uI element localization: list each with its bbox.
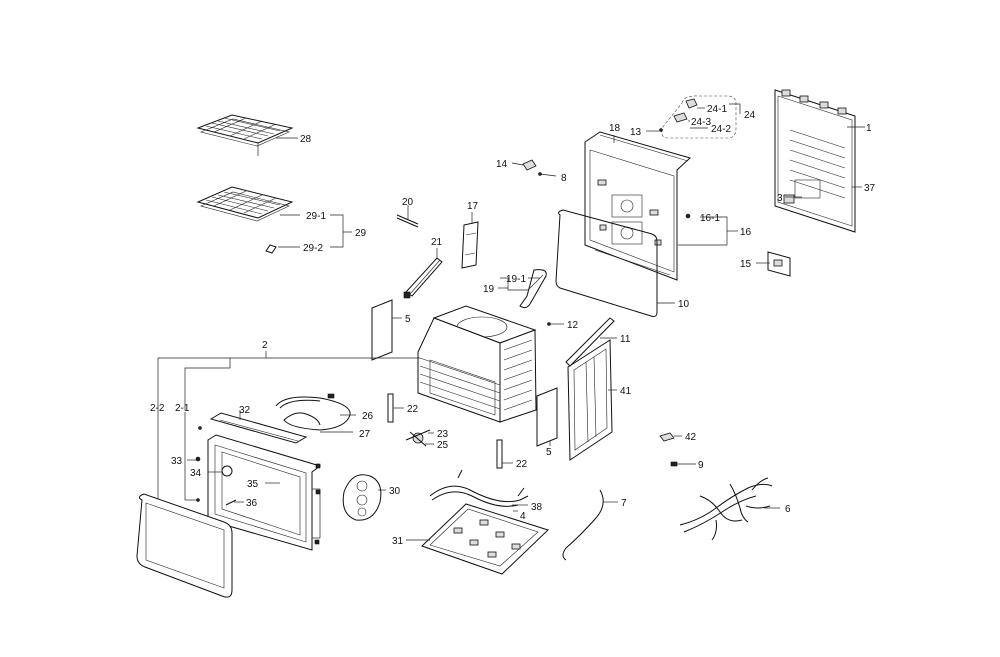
label-10: 10 bbox=[678, 299, 690, 310]
label-21: 21 bbox=[431, 237, 443, 248]
label-22a: 22 bbox=[407, 404, 419, 415]
label-1: 1 bbox=[866, 123, 872, 134]
label-3: 3 bbox=[777, 193, 783, 204]
label-7: 7 bbox=[621, 498, 627, 509]
door-glass-2-2 bbox=[136, 493, 233, 598]
bracket-11 bbox=[565, 317, 617, 367]
rack-clip-29-2 bbox=[265, 244, 300, 254]
label-27: 27 bbox=[359, 429, 371, 440]
gasket-10 bbox=[555, 209, 675, 317]
clip-42 bbox=[659, 432, 682, 442]
label-29-1: 29-1 bbox=[306, 211, 326, 222]
sensor-group-24 bbox=[646, 95, 741, 139]
label-5a: 5 bbox=[405, 314, 411, 325]
rear-cover-37 bbox=[774, 89, 865, 233]
heater-17 bbox=[461, 212, 479, 269]
label-2-1: 2-1 bbox=[175, 403, 190, 414]
label-38: 38 bbox=[531, 502, 543, 513]
label-30: 30 bbox=[389, 486, 401, 497]
bracket-15 bbox=[756, 251, 791, 277]
clip-14 bbox=[511, 159, 557, 177]
bracket-21 bbox=[403, 248, 443, 299]
label-35: 35 bbox=[247, 479, 259, 490]
label-19-1: 19-1 bbox=[506, 274, 526, 285]
label-14: 14 bbox=[496, 159, 508, 170]
label-22b: 22 bbox=[516, 459, 528, 470]
label-2: 2 bbox=[262, 340, 268, 351]
label-24-1: 24-1 bbox=[707, 104, 727, 115]
label-4: 4 bbox=[520, 511, 526, 522]
part-labels: 1 2 2-1 2-2 3 4 5 5 6 7 8 9 10 11 12 13 … bbox=[150, 104, 876, 547]
door-trim-32 bbox=[209, 410, 308, 444]
label-13: 13 bbox=[630, 127, 642, 138]
label-24-2: 24-2 bbox=[711, 124, 731, 135]
bottom-tray-31 bbox=[406, 503, 549, 575]
label-24: 24 bbox=[744, 110, 756, 121]
hinge-36 bbox=[225, 499, 244, 506]
side-panel-5a bbox=[371, 299, 402, 361]
oven-rack-29 bbox=[196, 186, 300, 222]
side-panel-5b bbox=[536, 387, 558, 447]
label-26: 26 bbox=[362, 411, 374, 422]
label-42: 42 bbox=[685, 432, 697, 443]
label-29-2: 29-2 bbox=[303, 243, 323, 254]
bracket-22a bbox=[387, 393, 404, 423]
label-32: 32 bbox=[239, 405, 251, 416]
door-inner-41 bbox=[567, 339, 617, 461]
label-8: 8 bbox=[561, 173, 567, 184]
label-12: 12 bbox=[567, 320, 579, 331]
label-28: 28 bbox=[300, 134, 312, 145]
label-37: 37 bbox=[864, 183, 876, 194]
wire-harness-6 bbox=[679, 477, 780, 541]
back-panel-18 bbox=[584, 131, 691, 281]
label-34: 34 bbox=[190, 468, 202, 479]
label-41: 41 bbox=[620, 386, 632, 397]
door-frame-35 bbox=[207, 434, 322, 551]
label-16-1: 16-1 bbox=[700, 213, 720, 224]
label-25: 25 bbox=[437, 440, 449, 451]
label-29: 29 bbox=[355, 228, 367, 239]
broil-element-26 bbox=[275, 393, 356, 431]
convection-fan-30 bbox=[342, 474, 386, 521]
label-19: 19 bbox=[483, 284, 495, 295]
label-17: 17 bbox=[467, 201, 479, 212]
label-2-2: 2-2 bbox=[150, 403, 165, 414]
sensor-23-25 bbox=[405, 429, 434, 447]
label-31: 31 bbox=[392, 536, 404, 547]
label-33: 33 bbox=[171, 456, 183, 467]
label-16: 16 bbox=[740, 227, 752, 238]
label-24-3: 24-3 bbox=[691, 117, 711, 128]
label-36: 36 bbox=[246, 498, 258, 509]
label-23: 23 bbox=[437, 429, 449, 440]
bake-element-4 bbox=[429, 469, 529, 512]
label-5b: 5 bbox=[546, 447, 552, 458]
label-11: 11 bbox=[620, 334, 631, 345]
oven-cavity bbox=[417, 305, 537, 423]
bracket-22b bbox=[496, 439, 513, 469]
part-9 bbox=[670, 461, 696, 467]
wire-7 bbox=[562, 489, 618, 561]
label-20: 20 bbox=[402, 197, 414, 208]
label-9: 9 bbox=[698, 460, 704, 471]
label-18: 18 bbox=[609, 123, 621, 134]
rod-20 bbox=[396, 205, 419, 228]
oven-rack-28 bbox=[196, 114, 298, 156]
duct-19 bbox=[498, 269, 547, 309]
label-15: 15 bbox=[740, 259, 752, 270]
knob-34 bbox=[208, 465, 233, 477]
label-6: 6 bbox=[785, 504, 791, 515]
